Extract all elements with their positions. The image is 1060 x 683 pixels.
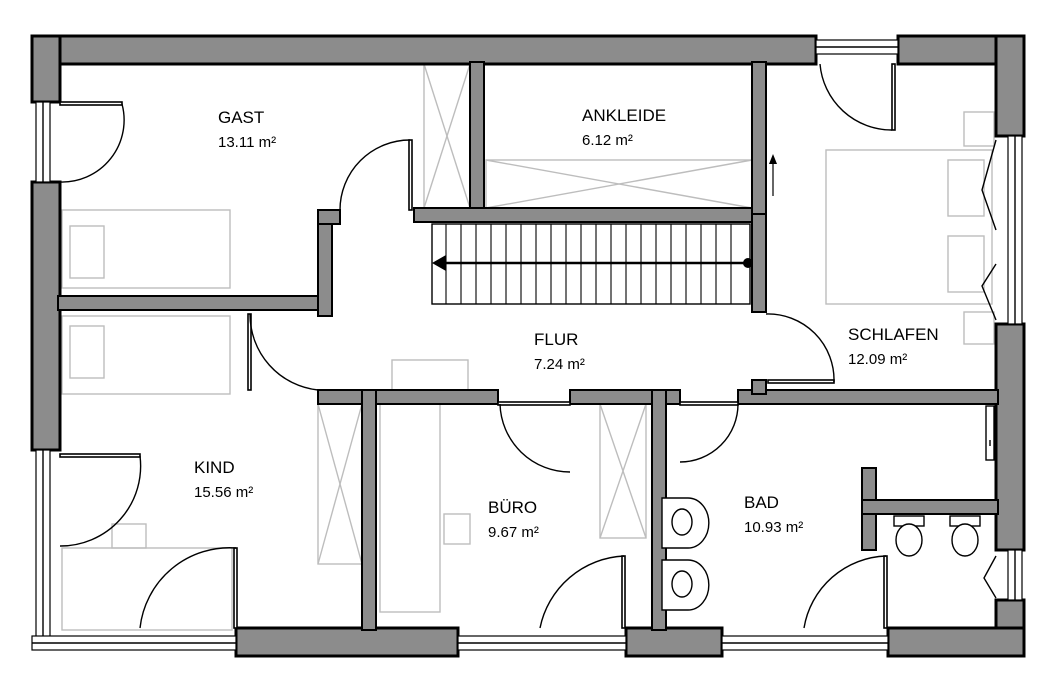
room-flur-name: FLUR bbox=[534, 330, 578, 349]
toilet-left-icon bbox=[895, 523, 923, 557]
door-kind-south bbox=[233, 547, 238, 629]
furniture bbox=[61, 63, 995, 631]
interior-walls bbox=[57, 61, 999, 631]
kind-chair bbox=[111, 523, 147, 549]
room-gast-area: 13.11 m² bbox=[218, 134, 276, 151]
room-ankleide-area: 6.12 m² bbox=[582, 132, 633, 149]
gast-bed bbox=[61, 209, 231, 289]
room-kind-name: KIND bbox=[194, 458, 235, 477]
door-schlafen bbox=[767, 379, 835, 384]
gast-bed-pillow bbox=[69, 225, 105, 279]
room-schlafen-area: 12.09 m² bbox=[848, 351, 907, 368]
outer-walls bbox=[30, 34, 1026, 658]
door-gast-west bbox=[59, 101, 123, 106]
schlafen-nightstand-top bbox=[963, 111, 995, 147]
room-kind-area: 15.56 m² bbox=[194, 484, 253, 501]
door-buero bbox=[497, 401, 571, 406]
door-schlafen-north bbox=[891, 63, 896, 131]
flur-desk bbox=[391, 359, 469, 393]
door-kind-west bbox=[59, 453, 141, 458]
room-buero-name: BÜRO bbox=[488, 498, 537, 517]
staircase bbox=[431, 223, 753, 305]
buero-desk bbox=[379, 401, 441, 613]
fixtures bbox=[661, 405, 995, 611]
shower-tray bbox=[985, 405, 995, 461]
door-buero-south bbox=[621, 555, 626, 629]
room-buero-area: 9.67 m² bbox=[488, 524, 539, 541]
schlafen-nightstand-bottom bbox=[963, 311, 995, 345]
room-gast-name: GAST bbox=[218, 108, 264, 127]
door-bad-south bbox=[883, 555, 888, 629]
room-flur-area: 7.24 m² bbox=[534, 356, 585, 373]
door-bad bbox=[679, 401, 739, 406]
kind-desk bbox=[61, 547, 233, 631]
windows bbox=[31, 39, 1023, 651]
doors bbox=[59, 63, 896, 629]
room-bad-name: BAD bbox=[744, 493, 779, 512]
schlafen-bed bbox=[825, 149, 993, 305]
room-schlafen-name: SCHLAFEN bbox=[848, 325, 939, 344]
door-gast bbox=[408, 139, 413, 211]
up-arrow-icon bbox=[769, 154, 777, 196]
toilet-right-icon bbox=[951, 523, 979, 557]
schlafen-pillow-bottom bbox=[947, 235, 985, 293]
buero-chair bbox=[443, 513, 471, 545]
schlafen-pillow-top bbox=[947, 159, 985, 217]
kind-bed-pillow bbox=[69, 325, 105, 379]
room-labels: GAST 13.11 m² ANKLEIDE 6.12 m² SCHLAFEN … bbox=[194, 106, 939, 541]
room-bad-area: 10.93 m² bbox=[744, 519, 803, 536]
room-ankleide-name: ANKLEIDE bbox=[582, 106, 666, 125]
kind-bed bbox=[61, 315, 231, 395]
